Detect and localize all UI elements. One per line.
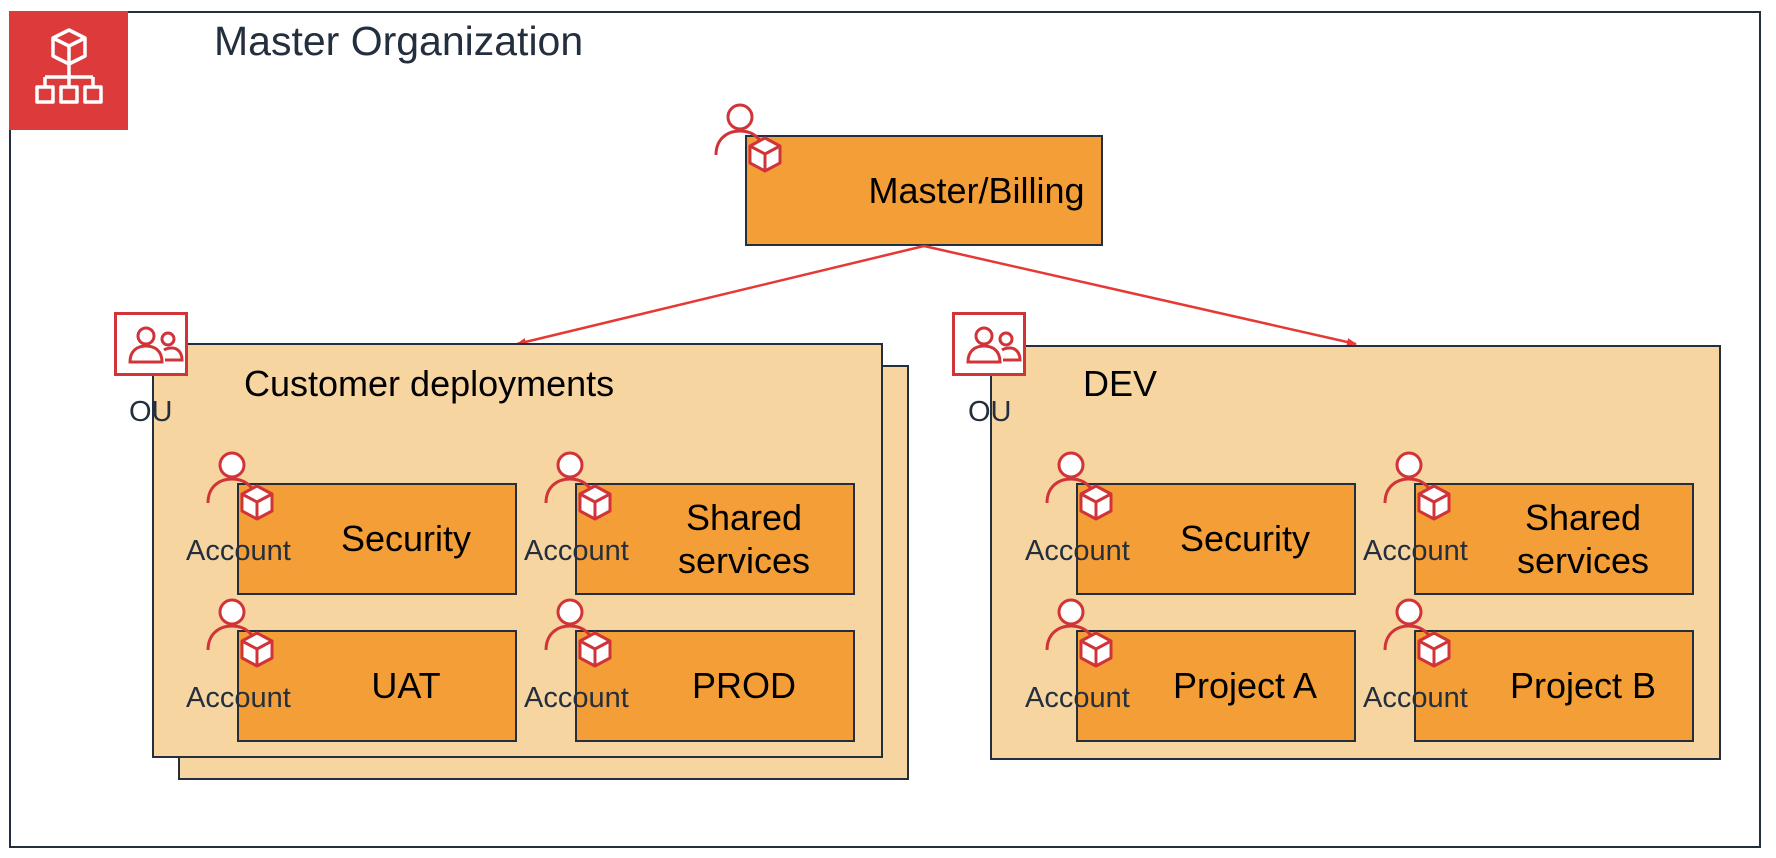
ou-title: DEV <box>1083 363 1158 404</box>
master-billing-label: Master/Billing <box>868 169 1085 211</box>
account-name: Shared services <box>1516 496 1650 581</box>
account-name: PROD <box>691 665 796 707</box>
account-icon <box>714 103 782 173</box>
account-name: Security <box>1179 518 1311 560</box>
account-box-shared-services: Shared services <box>575 483 855 595</box>
account-name: Project B <box>1509 665 1657 707</box>
organizations-icon <box>9 11 128 130</box>
arrow-to-dev <box>923 244 1357 346</box>
account-box-uat: UAT <box>237 630 517 742</box>
account-box-project-b: Project B <box>1414 630 1694 742</box>
organizational-unit-icon <box>114 312 188 376</box>
organizational-unit-icon <box>952 312 1026 376</box>
account-icon <box>1383 451 1451 521</box>
account-type-label: Account <box>1363 682 1468 714</box>
organization-title: Master Organization <box>214 18 584 64</box>
organization-frame <box>9 11 1761 848</box>
account-box-prod: PROD <box>575 630 855 742</box>
account-type-label: Account <box>1025 682 1130 714</box>
account-name: Security <box>340 518 472 560</box>
account-type-label: Account <box>1363 535 1468 567</box>
ou-type-label: OU <box>129 396 173 428</box>
account-icon <box>1383 598 1451 668</box>
account-type-label: Account <box>524 535 629 567</box>
account-icon <box>206 598 274 668</box>
account-name: Project A <box>1172 665 1318 707</box>
ou-type-label: OU <box>968 396 1012 428</box>
account-box-project-a: Project A <box>1076 630 1356 742</box>
master-billing-account: Master/Billing <box>745 135 1103 246</box>
account-icon <box>1045 451 1113 521</box>
account-icon <box>1045 598 1113 668</box>
account-icon <box>544 451 612 521</box>
account-type-label: Account <box>524 682 629 714</box>
arrow-to-customer-deployments <box>516 244 925 346</box>
account-icon <box>206 451 274 521</box>
account-box-security: Security <box>1076 483 1356 595</box>
account-type-label: Account <box>186 535 291 567</box>
account-icon <box>544 598 612 668</box>
account-type-label: Account <box>1025 535 1130 567</box>
account-type-label: Account <box>186 682 291 714</box>
account-box-security: Security <box>237 483 517 595</box>
ou-title: Customer deployments <box>244 363 615 404</box>
account-box-shared-services: Shared services <box>1414 483 1694 595</box>
account-name: UAT <box>371 665 441 707</box>
account-name: Shared services <box>677 496 811 581</box>
